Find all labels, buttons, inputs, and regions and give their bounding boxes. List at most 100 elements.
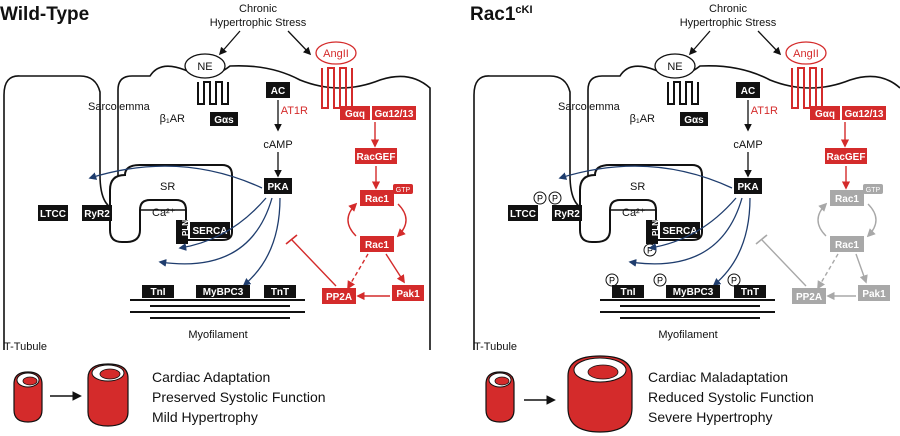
gaq-box — [340, 106, 370, 120]
camp-label: cAMP — [733, 139, 762, 151]
pka-to-pln-arrow — [178, 197, 267, 251]
beta1ar-label: β₁AR — [160, 113, 185, 125]
phospho-tni: P — [605, 273, 619, 287]
serca-label: SERCA — [662, 226, 697, 237]
pka-to-ltcc-arrow — [88, 165, 263, 189]
svg-text:P: P — [552, 194, 558, 204]
rac1-to-pak1-arrow — [855, 253, 868, 284]
ryr2-label: RyR2 — [554, 209, 580, 220]
ac-label: AC — [741, 86, 755, 97]
ac-box — [266, 82, 290, 98]
calcium-label: Ca²⁺ — [152, 207, 176, 219]
myofilament-lines — [130, 299, 305, 319]
beta1ar-label: β₁AR — [630, 113, 655, 125]
stress-to-ne-arrow — [688, 30, 711, 56]
pak1-label: Pak1 — [396, 289, 420, 300]
gas-label: Gαs — [214, 115, 234, 126]
outcome-line1: Cardiac Adaptation — [152, 369, 270, 385]
pka-to-tni-arrow — [158, 197, 273, 267]
ltcc-box — [38, 205, 68, 221]
gtp-label: GTP — [866, 187, 881, 194]
pln-box — [646, 220, 658, 244]
gaq-label: Gαq — [815, 109, 835, 120]
phospho-tnt: P — [727, 273, 741, 287]
rac1-to-pak1-arrow — [385, 253, 405, 284]
racgef-label: RacGEF — [357, 152, 396, 163]
rac1-gtp-box — [360, 190, 394, 206]
panel-title-superscript: cKI — [515, 4, 532, 16]
pln-box — [176, 220, 188, 244]
beta1ar-receptor — [667, 81, 699, 105]
stimulus-line2: Hypertrophic Stress — [210, 17, 307, 29]
outcome-line3: Mild Hypertrophy — [152, 409, 258, 425]
tnt-label: TnT — [271, 287, 289, 298]
pp2a-label: PP2A — [796, 292, 822, 303]
phospho-mybpc3: P — [653, 273, 667, 287]
phospho-ryr2: P — [548, 191, 562, 205]
pak1-box — [392, 285, 424, 301]
at1r-label: AT1R — [281, 105, 308, 117]
angii-ligand — [315, 41, 357, 65]
outcome-line2: Reduced Systolic Function — [648, 389, 814, 405]
gas-label: Gαs — [684, 115, 704, 126]
ac-label: AC — [271, 86, 285, 97]
ac-box — [736, 82, 760, 98]
gtp-tag — [393, 184, 413, 194]
gtp-tag — [863, 184, 883, 194]
beta1ar-receptor — [197, 81, 229, 105]
outcome-line1: Cardiac Maladaptation — [648, 369, 788, 385]
gaq-label: Gαq — [345, 109, 365, 120]
pp2a-label: PP2A — [326, 292, 352, 303]
t-tubule-label: T-Tubule — [474, 341, 517, 353]
pp2a-box — [792, 288, 826, 304]
sarcolemma-label: Sarcolemma — [558, 101, 621, 113]
rac1-gtp-label: Rac1 — [835, 194, 859, 205]
rac1-activation-arrow — [817, 202, 828, 237]
ga1213-box — [372, 106, 416, 120]
sr-label: SR — [160, 181, 175, 193]
myofilament-label: Myofilament — [188, 329, 247, 341]
ne-ligand — [184, 53, 226, 79]
stress-to-angii-arrow — [757, 30, 782, 56]
at1r-label: AT1R — [751, 105, 778, 117]
pak1-box — [858, 285, 890, 301]
angii-label: AngII — [323, 48, 349, 60]
tni-label: TnI — [621, 287, 636, 298]
pka-label: PKA — [737, 182, 758, 193]
panel-title: Rac1cKI — [470, 4, 533, 25]
ryr2-label: RyR2 — [84, 209, 110, 220]
tni-label: TnI — [151, 287, 166, 298]
pka-box — [734, 178, 762, 194]
tnt-box — [264, 285, 296, 298]
serca-label: SERCA — [192, 226, 227, 237]
phospho-pln: P — [643, 243, 657, 257]
pka-to-mybpc3-arrow — [242, 197, 281, 286]
pp2a-inhibits-pka-line — [291, 239, 337, 287]
heart-before-icon — [13, 371, 43, 423]
ltcc-label: LTCC — [40, 209, 66, 220]
stimulus-line2: Hypertrophic Stress — [680, 17, 777, 29]
pka-to-mybpc3-arrow — [712, 197, 751, 286]
sr-label: SR — [630, 181, 645, 193]
tni-box — [142, 285, 174, 298]
pka-box — [264, 178, 292, 194]
ne-label: NE — [667, 61, 682, 73]
gtp-label: GTP — [396, 187, 411, 194]
panel-wild-type: Wild-Type Chronic Hypertrophic Stress Sa… — [0, 3, 431, 427]
phospho-ltcc: P — [533, 191, 547, 205]
tni-box — [612, 285, 644, 298]
rac1-gtp-box — [830, 190, 864, 206]
ga1213-box — [842, 106, 886, 120]
stress-to-ne-arrow — [218, 30, 241, 56]
racgef-label: RacGEF — [827, 152, 866, 163]
pka-to-ltcc-arrow — [558, 165, 733, 189]
rac1-box — [360, 236, 394, 252]
ne-label: NE — [197, 61, 212, 73]
gas-box — [210, 112, 238, 126]
svg-text:P: P — [537, 194, 543, 204]
stimulus-line1: Chronic — [709, 3, 747, 15]
serca-box — [660, 222, 700, 238]
racgef-box — [355, 148, 397, 164]
rac1-label: Rac1 — [835, 240, 859, 251]
rac1-inactivation-arrow — [866, 203, 877, 238]
